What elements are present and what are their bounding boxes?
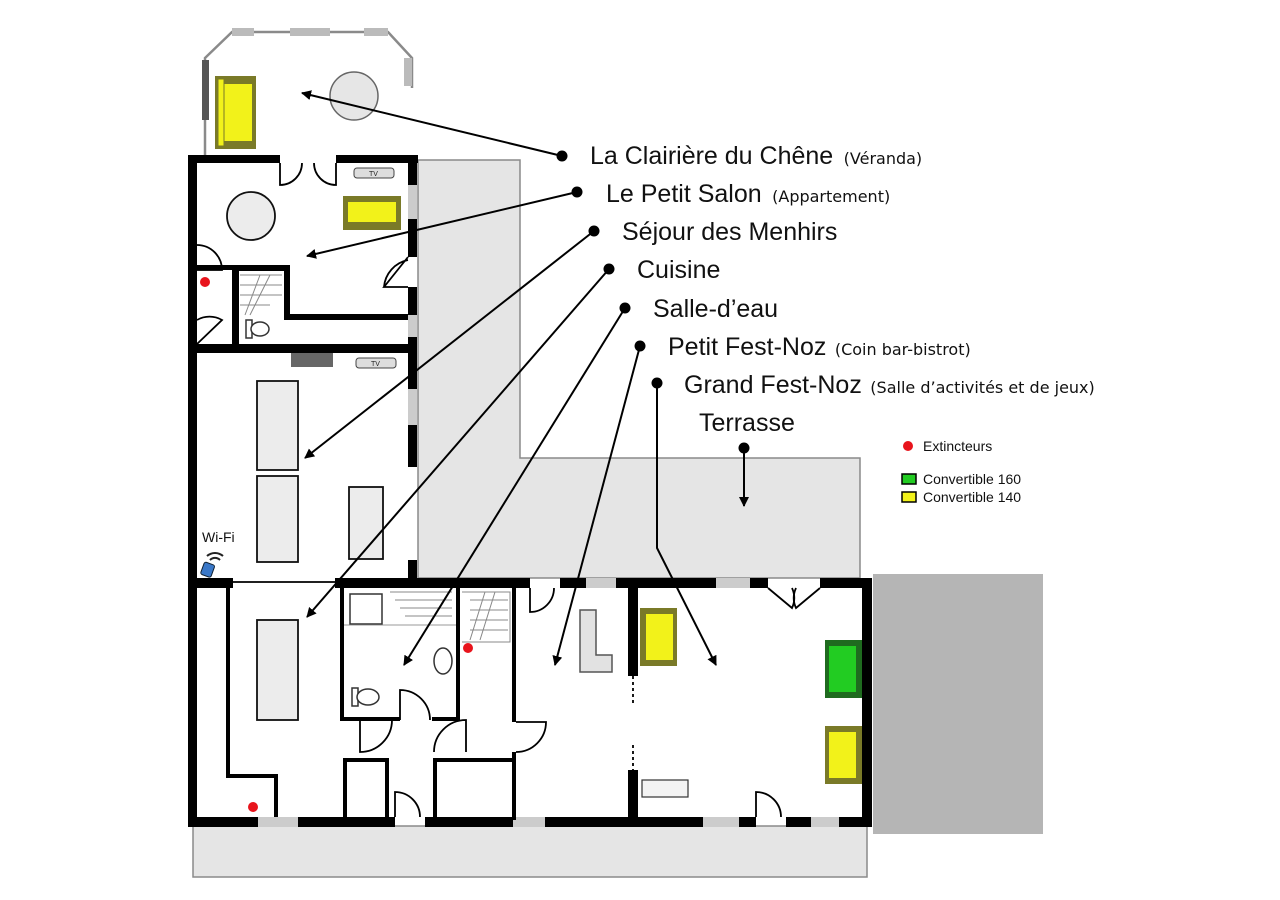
grand-fest-noz-sofa-140 <box>825 726 862 784</box>
veranda-sofa-140 <box>215 76 256 149</box>
svg-text:TV: TV <box>369 171 378 178</box>
wifi-router: Wi-Fi <box>200 529 235 578</box>
sink <box>433 647 453 675</box>
legend-convertible-140: Convertible 140 <box>923 489 1021 505</box>
legend-convertible-160: Convertible 160 <box>923 471 1021 487</box>
room-label-petit-salon: Le Petit Salon (Appartement) <box>606 180 890 208</box>
sejour-table-1 <box>256 380 299 471</box>
legend-extinguishers: Extincteurs <box>923 438 992 454</box>
salon-round-table <box>226 191 276 241</box>
legend-convertible-160-swatch <box>901 473 917 485</box>
petit-fest-noz-sofa-140 <box>640 608 677 666</box>
room-labels: La Clairière du Chêne (Véranda) Le Petit… <box>590 142 1095 437</box>
toilets <box>245 319 380 707</box>
room-label-grand-fest-noz: Grand Fest-Noz (Salle d’activités et de … <box>684 371 1095 399</box>
doors <box>196 162 821 818</box>
room-label-veranda: La Clairière du Chêne (Véranda) <box>590 142 922 170</box>
room-label-cuisine: Cuisine <box>637 256 720 284</box>
stairs <box>240 274 511 643</box>
parking-area <box>873 574 1043 834</box>
sejour-table-3 <box>348 486 384 560</box>
extinguisher-markers <box>200 277 473 812</box>
room-label-salle-d-eau: Salle-d’eau <box>653 295 778 323</box>
extinguisher-icon <box>200 277 210 287</box>
small-table <box>641 779 689 798</box>
cuisine-table <box>256 619 299 721</box>
veranda-round-table <box>329 71 379 121</box>
front-walkway <box>192 825 868 878</box>
room-label-petit-fest-noz: Petit Fest-Noz (Coin bar-bistrot) <box>668 333 971 361</box>
salon-sofa-140 <box>343 196 401 230</box>
room-label-terrasse: Terrasse <box>699 409 795 437</box>
wifi-icon <box>200 552 224 578</box>
svg-text:TV: TV <box>371 361 380 368</box>
leader-lines <box>301 90 749 666</box>
bar-counter <box>579 609 613 673</box>
extinguisher-icon <box>248 802 258 812</box>
grand-fest-noz-sofa-160 <box>825 640 862 698</box>
extinguisher-icon <box>463 643 473 653</box>
legend-convertible-140-swatch <box>901 491 917 503</box>
sejour-table-2 <box>256 475 299 563</box>
shower <box>349 593 383 625</box>
legend-extinguisher-icon <box>903 441 913 451</box>
walls <box>188 155 872 827</box>
legend: Extincteurs Convertible 160 Convertible … <box>901 438 1021 505</box>
tv-sets: TV TV <box>353 167 397 369</box>
room-label-sejour: Séjour des Menhirs <box>622 218 837 246</box>
furniture <box>226 191 689 798</box>
wifi-label: Wi-Fi <box>202 529 235 545</box>
leader-dots <box>556 150 750 454</box>
